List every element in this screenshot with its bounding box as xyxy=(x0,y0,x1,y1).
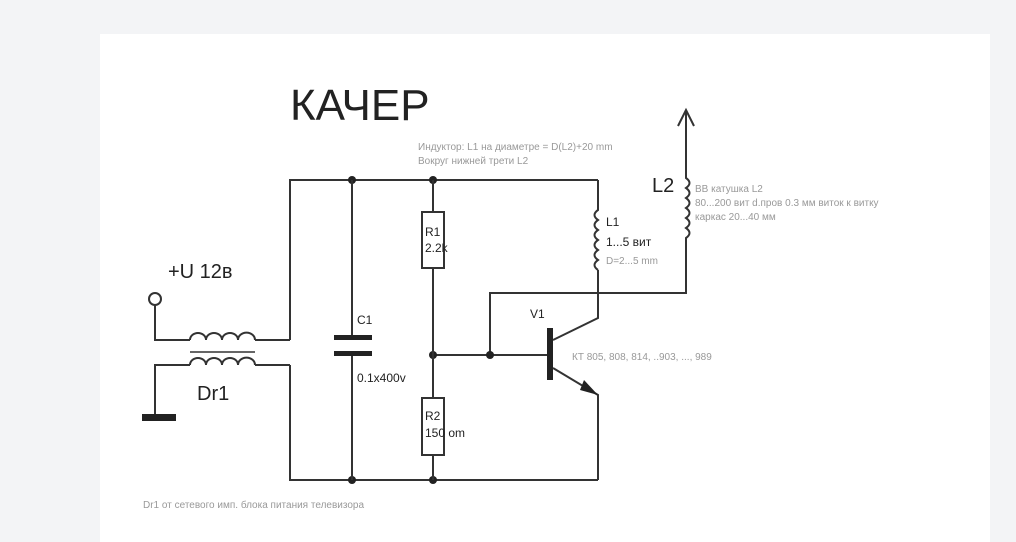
r1-label: R1 xyxy=(425,225,441,239)
resistor-r2 xyxy=(421,355,445,480)
supply-label: +U 12в xyxy=(168,261,233,283)
c1-label: C1 xyxy=(357,313,373,327)
l1-label: L1 xyxy=(606,215,620,229)
l2-label: L2 xyxy=(652,175,674,197)
ground-symbol xyxy=(142,364,190,421)
v1-label: V1 xyxy=(530,307,545,321)
l2-note-3: каркас 20...40 мм xyxy=(695,212,776,223)
l1-diameter: D=2...5 mm xyxy=(606,256,658,267)
c1-value: 0.1x400v xyxy=(357,371,406,385)
dr1-note: Dr1 от сетевого имп. блока питания телев… xyxy=(143,499,364,511)
wires xyxy=(255,179,687,481)
r2-value: 150 om xyxy=(425,426,465,440)
l1-turns: 1...5 вит xyxy=(606,235,652,249)
diagram-sheet xyxy=(100,34,990,542)
l1-note-2: Вокруг нижней трети L2 xyxy=(418,156,529,167)
supply-terminal xyxy=(148,292,190,341)
choke-label: Dr1 xyxy=(197,383,229,405)
choke-dr1 xyxy=(189,331,256,366)
v1-types: КТ 805, 808, 814, ..903, ..., 989 xyxy=(572,352,712,363)
inductor-l1 xyxy=(593,180,600,271)
r2-label: R2 xyxy=(425,409,441,423)
l1-note-1: Индуктор: L1 на диаметре = D(L2)+20 mm xyxy=(418,142,613,153)
l2-note-2: 80...200 вит d.пров 0.3 мм виток к витку xyxy=(695,198,879,209)
r1-value: 2.2k xyxy=(425,241,449,255)
resistor-r1 xyxy=(421,180,445,355)
inductor-l2 xyxy=(677,107,695,245)
transistor-v1 xyxy=(547,270,599,480)
capacitor-c1 xyxy=(334,180,372,480)
l2-note-1: ВВ катушка L2 xyxy=(695,184,763,195)
diagram-title: КАЧЕР xyxy=(290,81,430,130)
